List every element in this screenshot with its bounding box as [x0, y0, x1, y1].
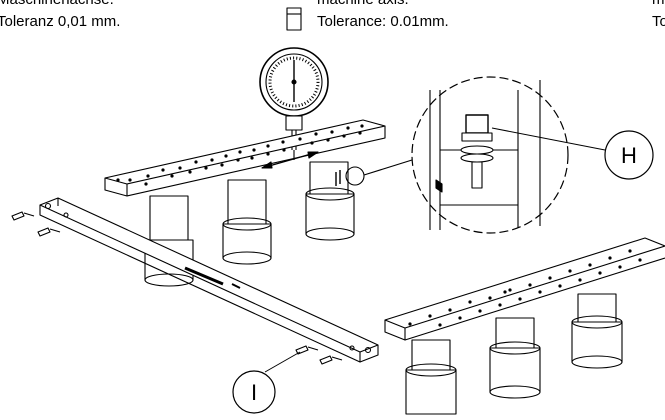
detail-view: [363, 76, 569, 234]
upper-fixture-plate: [104, 119, 386, 287]
callout-i: [232, 351, 301, 414]
third-column-text-line-2: To: [652, 13, 665, 30]
german-text-line-2: Toleranz 0,01 mm.: [0, 13, 121, 30]
long-bar: [11, 197, 379, 365]
callout-h: [491, 127, 654, 180]
english-text-line-2: Tolerance: 0.01mm.: [317, 13, 449, 30]
lower-fixture-plate: [384, 237, 665, 415]
english-text-line-1: machine axis.: [317, 0, 409, 8]
dial-indicator: [259, 7, 329, 169]
callout-i-label: I: [251, 380, 257, 405]
german-text-line-1: Maschinenachse.: [0, 0, 114, 8]
callout-h-label: H: [621, 143, 637, 168]
third-column-text-line-1: m: [652, 0, 665, 8]
